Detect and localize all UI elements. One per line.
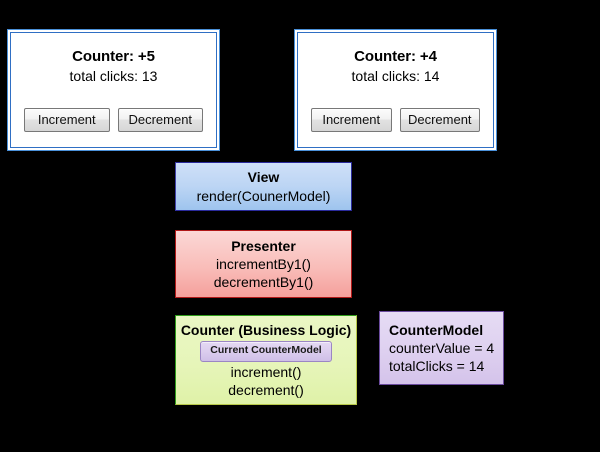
counter-total-clicks-left: total clicks: 13 xyxy=(69,68,158,85)
counter-title-left: Counter: +5 xyxy=(72,48,155,65)
diagram-box-counter-model: CounterModel counterValue = 4 totalClick… xyxy=(379,311,504,385)
decrement-button-right[interactable]: Decrement xyxy=(399,108,480,132)
counter-total-clicks-right: total clicks: 14 xyxy=(351,68,440,85)
presenter-box-method-increment: incrementBy1() xyxy=(216,255,311,272)
diagram-box-presenter: Presenter incrementBy1() decrementBy1() xyxy=(175,230,352,298)
counter-readout-left: Counter: +5 total clicks: 13 xyxy=(11,33,216,86)
increment-button-left[interactable]: Increment xyxy=(24,108,110,132)
counter-box-title: Counter (Business Logic) xyxy=(180,321,352,338)
counter-box-method-decrement: decrement() xyxy=(228,381,304,398)
counter-box-method-increment: increment() xyxy=(230,363,302,380)
counter-panel-left: Counter: +5 total clicks: 13 Increment D… xyxy=(10,32,217,148)
increment-button-right[interactable]: Increment xyxy=(311,108,392,132)
counter-model-field-total-clicks: totalClicks = 14 xyxy=(389,358,485,375)
counter-buttons-left: Increment Decrement xyxy=(11,108,216,147)
counter-model-box-title: CounterModel xyxy=(389,321,484,338)
view-box-title: View xyxy=(247,169,280,186)
counter-panel-right: Counter: +4 total clicks: 14 Increment D… xyxy=(297,32,494,148)
presenter-box-title: Presenter xyxy=(231,237,296,254)
counter-buttons-right: Increment Decrement xyxy=(298,108,493,147)
diagram-box-view: View render(CounerModel) xyxy=(175,162,352,211)
presenter-box-method-decrement: decrementBy1() xyxy=(213,274,314,291)
counter-panel-right-content: Counter: +4 total clicks: 14 Increment D… xyxy=(298,33,493,147)
counter-readout-right: Counter: +4 total clicks: 14 xyxy=(298,33,493,86)
decrement-button-left[interactable]: Decrement xyxy=(117,108,203,132)
current-counter-model-chip: Current CounterModel xyxy=(200,341,332,362)
diagram-box-counter: Counter (Business Logic) Current Counter… xyxy=(175,315,357,405)
view-box-method: render(CounerModel) xyxy=(196,187,331,204)
counter-title-right: Counter: +4 xyxy=(354,48,437,65)
counter-panel-left-content: Counter: +5 total clicks: 13 Increment D… xyxy=(11,33,216,147)
counter-model-field-counter-value: counterValue = 4 xyxy=(389,339,495,356)
